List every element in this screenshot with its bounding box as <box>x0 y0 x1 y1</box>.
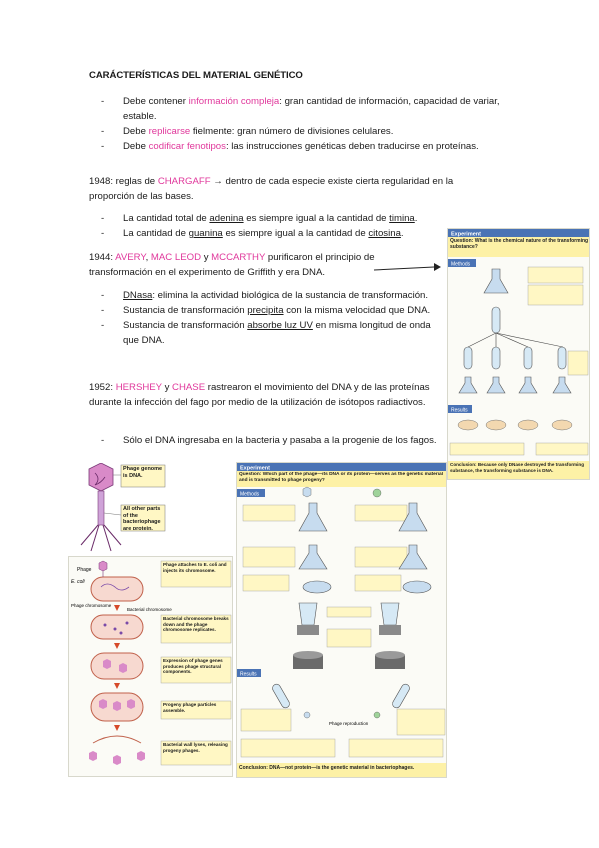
avery-paragraph: 1944: AVERY, MAC LEOD y MCCARTHY purific… <box>89 252 375 278</box>
list-item: Sólo el DNA ingresaba en la bacteria y p… <box>101 433 446 448</box>
figure-header: Experiment <box>240 466 270 472</box>
list-item: Debe codificar fenotipos: las instruccio… <box>101 139 501 154</box>
figure-question: Question: Which part of the phage—its DN… <box>239 472 443 483</box>
phage-structure-figure: Phage genome is DNA. All other parts of … <box>69 463 167 556</box>
hershey-paragraph: 1952: HERSHEY y CHASE rastrearon el movi… <box>89 382 430 408</box>
step-5-label: Bacterial wall lyses, releasing progeny … <box>163 742 228 753</box>
phage-head-icon <box>88 463 114 492</box>
phage-chromosome-label: Phage chromosome <box>71 603 112 608</box>
figure-conclusion: Conclusion: Because only DNase destroyed… <box>450 462 585 473</box>
bacterial-chromosome-label: Bacterial chromosome <box>127 607 172 612</box>
list-item: La cantidad de guanina es siempre igual … <box>101 226 501 241</box>
list-item: Debe contener información compleja: gran… <box>101 94 501 124</box>
step-4-label: Progeny phage particles assemble. <box>163 702 217 713</box>
list-item: Debe replicarse fielmente: gran número d… <box>101 124 501 139</box>
step-3-label: Expression of phage genes produces phage… <box>163 658 223 675</box>
results-label: Results <box>240 672 257 678</box>
phage-reproduction-label: Phage reproduction <box>329 721 369 726</box>
phage-label: Phage <box>77 567 92 573</box>
hershey-list: Sólo el DNA ingresaba en la bacteria y p… <box>101 433 446 448</box>
results-label: Results <box>451 408 468 414</box>
hershey-chase-figure: Experiment Question: Which part of the p… <box>236 462 447 778</box>
figure-conclusion: Conclusion: DNA—not protein—is the genet… <box>239 765 415 771</box>
list-item: La cantidad total de adenina es siempre … <box>101 211 501 226</box>
ecoli-label: E. coli <box>71 579 86 585</box>
methods-label: Methods <box>240 492 260 498</box>
page-title: CARÁCTERÍSTICAS DEL MATERIAL GENÉTICO <box>89 70 303 81</box>
phage-genome-label: Phage genome is DNA. <box>123 466 163 479</box>
list-item: DNasa: elimina la actividad biológica de… <box>101 288 446 303</box>
methods-label: Methods <box>451 262 471 268</box>
phage-protein-label: All other parts of the bacteriophage are… <box>123 506 161 530</box>
list-item: Sustancia de transformación absorbe luz … <box>101 318 446 348</box>
intro-list: Debe contener información compleja: gran… <box>101 94 501 154</box>
list-item: Sustancia de transformación precipita co… <box>101 303 446 318</box>
chargaff-paragraph: 1948: reglas de CHARGAFF → dentro de cad… <box>89 176 454 202</box>
figure-header: Experiment <box>451 232 481 238</box>
avery-list: DNasa: elimina la actividad biológica de… <box>101 288 446 348</box>
step-1-label: Phage attaches to E. coli and injects it… <box>163 562 227 573</box>
figure-question: Question: What is the chemical nature of… <box>450 238 589 250</box>
step-2-label: Bacterial chromosome breaks down and the… <box>163 616 229 633</box>
avery-experiment-figure: Experiment Question: What is the chemica… <box>447 228 590 480</box>
arrow-icon <box>373 263 441 271</box>
phage-cycle-figure: Phage E. coli Phage chromosome Bacterial… <box>68 556 233 777</box>
chargaff-list: La cantidad total de adenina es siempre … <box>101 211 501 241</box>
